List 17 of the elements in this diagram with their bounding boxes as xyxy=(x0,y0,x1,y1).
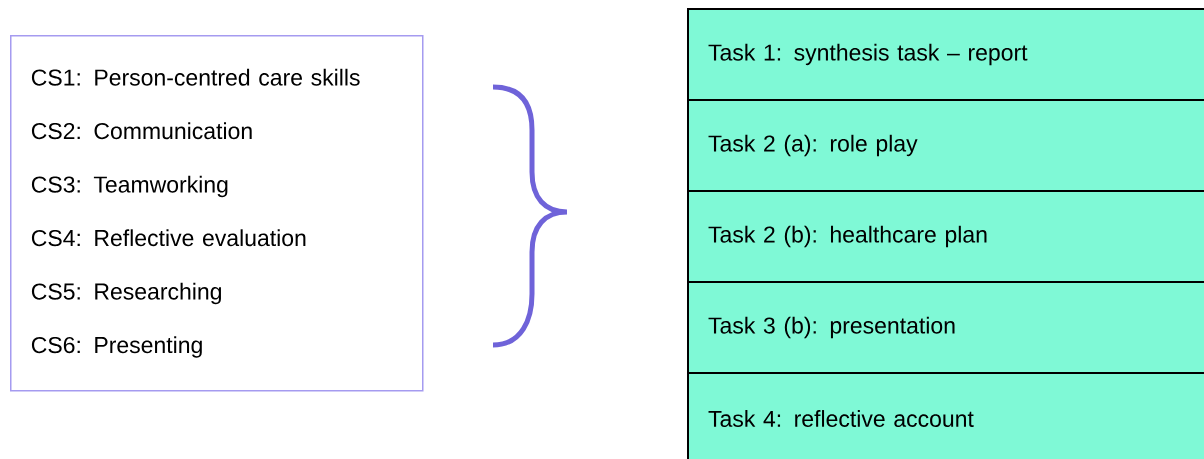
task-box: Task 2 (a): role play xyxy=(687,99,1204,192)
task-box: Task 2 (b): healthcare plan xyxy=(687,190,1204,283)
skill-item: CS2: Communication xyxy=(31,122,252,140)
skill-item: CS4: Reflective evaluation xyxy=(31,229,306,247)
node-label: Task 4: reflective account xyxy=(708,410,974,427)
skill-item: CS1: Person-centred care skills xyxy=(31,68,360,86)
skill-item: CS6: Presenting xyxy=(31,336,202,358)
skill-item: CS5: Researching xyxy=(31,282,221,305)
node-label: Task 2 (a): role play xyxy=(708,134,918,157)
node-label: Task 2 (b): healthcare plan xyxy=(708,225,987,248)
node-label: Task 3 (b): presentation xyxy=(708,316,955,339)
task-box: Task 4: reflective account xyxy=(687,372,1204,459)
task-box: Task 3 (b): presentation xyxy=(687,281,1204,374)
task-box: Task 1: synthesis task – report xyxy=(687,8,1204,101)
skills-box xyxy=(10,35,424,392)
skill-item: CS3: Teamworking xyxy=(31,175,228,198)
node-label: Task 1: synthesis task – report xyxy=(708,43,1028,66)
